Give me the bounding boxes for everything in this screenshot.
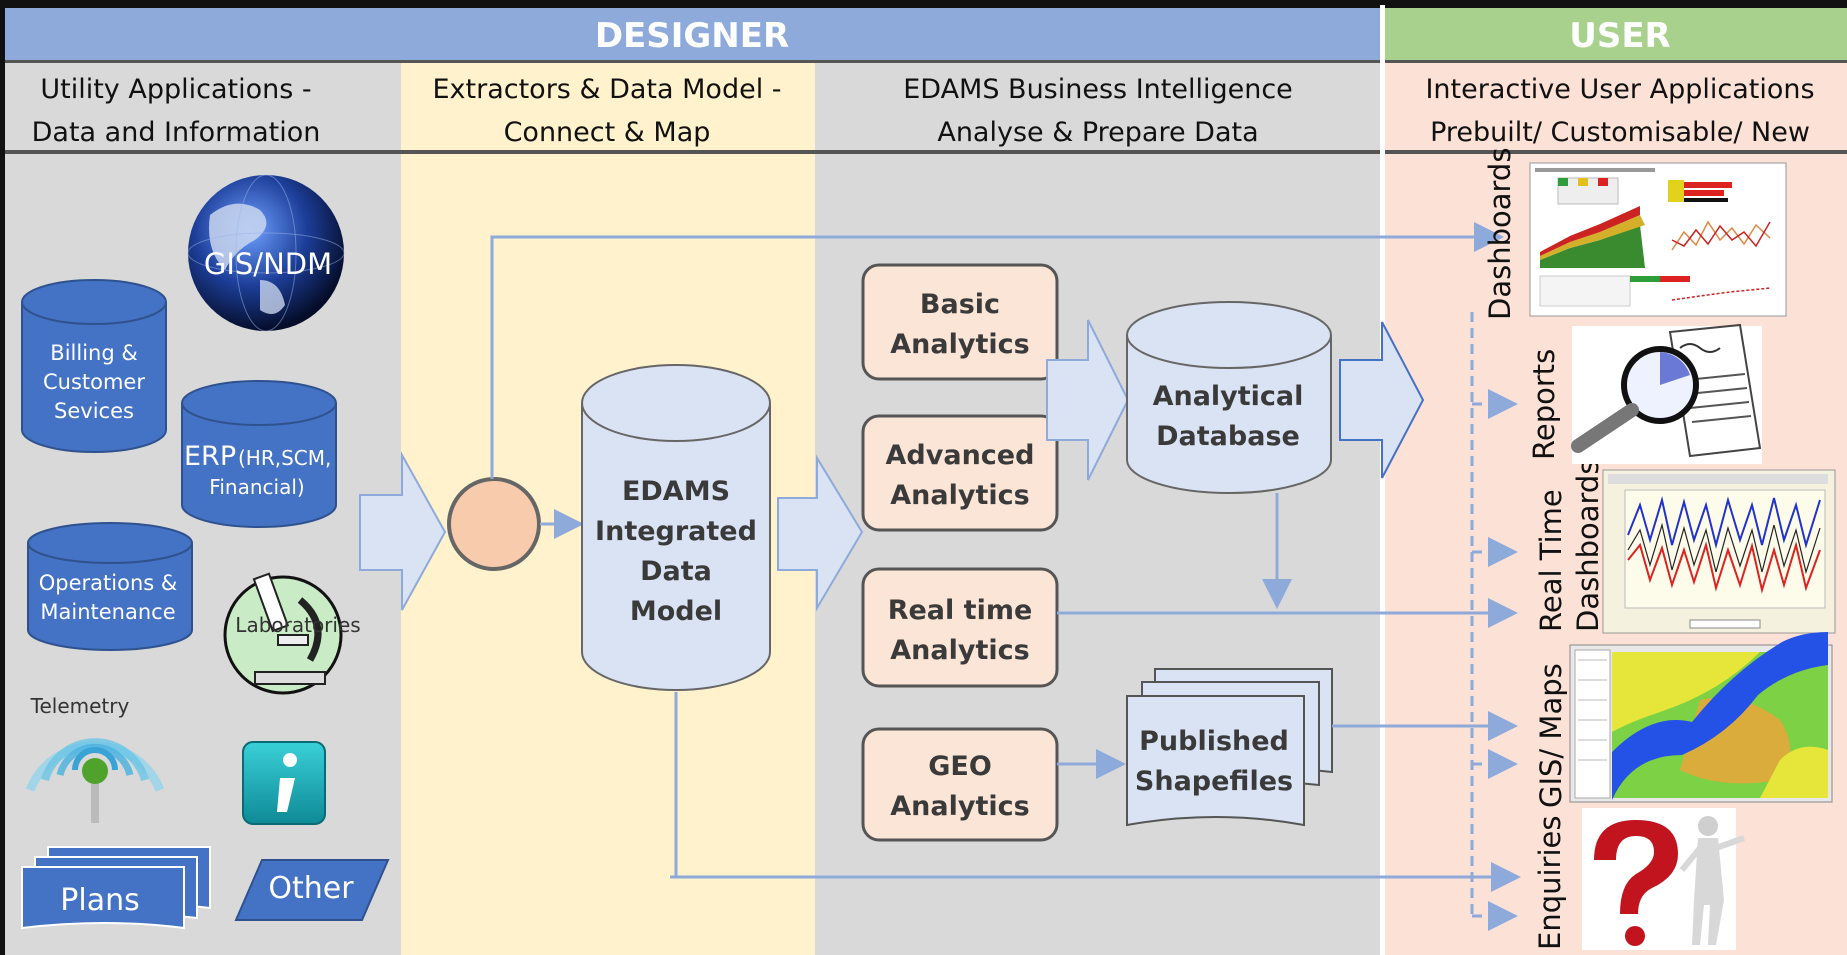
erp-database-icon: [181, 380, 337, 528]
operations-label-line2: Maintenance: [40, 600, 175, 624]
plans-label: Plans: [60, 883, 139, 918]
advanced-analytics-line1: Advanced: [886, 440, 1035, 471]
col4-title-line1: Interactive User Applications: [1425, 74, 1814, 105]
realtime-dashboards-chart-thumbnail: [1602, 469, 1836, 634]
laboratories-label: Laboratories: [235, 613, 360, 637]
erp-sub-line1: (HR,SCM,: [238, 446, 331, 470]
enquiries-question-icon: [1582, 808, 1746, 950]
billing-label-line3: Sevices: [54, 399, 134, 423]
database-to-user-arrow: [1339, 321, 1425, 479]
col2-title-line1: Extractors & Data Model -: [432, 74, 781, 105]
analytical-db-line1: Analytical: [1153, 381, 1304, 412]
plans-document-icon: [21, 846, 211, 930]
model-label-line3: Data: [640, 556, 712, 587]
output-gis-label: GIS/ Maps: [1534, 663, 1568, 808]
output-realtime-label-line2: Dashboards: [1571, 460, 1605, 632]
billing-database-icon: [21, 279, 167, 453]
output-realtime-label-line1: Real Time: [1534, 489, 1568, 632]
integrated-data-model-cylinder: [581, 364, 771, 691]
user-title: USER: [1569, 16, 1671, 56]
info-icon: [242, 741, 326, 825]
col2-title-line2: Connect & Map: [504, 117, 711, 148]
model-label-line2: Integrated: [595, 516, 757, 547]
basic-analytics-line2: Analytics: [890, 329, 1029, 360]
col1-title-line1: Utility Applications -: [40, 74, 311, 105]
analytical-database-cylinder: [1126, 301, 1332, 494]
user-header: [1385, 8, 1847, 60]
output-enquiries-label: Enquiries: [1533, 816, 1567, 950]
billing-label-line1: Billing &: [50, 341, 137, 365]
col4-title-line2: Prebuilt/ Customisable/ New: [1430, 117, 1810, 148]
realtime-analytics-line1: Real time: [888, 595, 1033, 626]
sources-to-connector-arrow: [359, 451, 447, 611]
published-shapefiles-stack: [1126, 668, 1333, 827]
geo-analytics-box: [861, 727, 1059, 842]
model-label-line4: Model: [630, 596, 722, 627]
output-dashboards-label: Dashboards: [1483, 148, 1517, 320]
shapefiles-line1: Published: [1139, 726, 1289, 757]
globe-icon: [187, 174, 345, 332]
reports-magnifier-icon: [1571, 323, 1762, 464]
col1-title-line2: Data and Information: [32, 117, 321, 148]
col3-title-line2: Analyse & Prepare Data: [937, 117, 1258, 148]
realtime-analytics-line2: Analytics: [890, 635, 1029, 666]
geo-analytics-line2: Analytics: [890, 791, 1029, 822]
basic-analytics-line1: Basic: [920, 289, 1000, 320]
advanced-analytics-box: [861, 414, 1059, 532]
connector-node: [447, 477, 541, 571]
basic-analytics-box: [861, 263, 1059, 381]
other-label: Other: [268, 871, 354, 906]
analytics-to-database-arrow: [1046, 319, 1130, 481]
analytical-db-line2: Database: [1156, 421, 1300, 452]
advanced-analytics-line2: Analytics: [890, 480, 1029, 511]
erp-sub-line2: Financial): [209, 475, 304, 499]
erp-label: ERP: [184, 441, 236, 472]
model-to-analytics-arrow: [777, 454, 864, 612]
gis-map-thumbnail: [1569, 632, 1833, 803]
designer-header: [5, 8, 1380, 60]
shapefiles-line2: Shapefiles: [1135, 766, 1293, 797]
billing-label-line2: Customer: [43, 370, 145, 394]
direct-to-dashboards-line: [490, 222, 1504, 479]
telemetry-label: Telemetry: [30, 694, 130, 718]
telemetry-antenna-icon: [25, 738, 165, 823]
microscope-icon: [223, 572, 343, 695]
other-shape: [234, 859, 390, 921]
dashboards-thumbnail: [1529, 162, 1787, 317]
col3-title-line1: EDAMS Business Intelligence: [903, 74, 1293, 105]
designer-title: DESIGNER: [595, 16, 789, 56]
model-label-line1: EDAMS: [622, 476, 730, 507]
operations-label-line1: Operations &: [39, 571, 178, 595]
gis-ndm-label: GIS/NDM: [204, 247, 332, 281]
operations-database-icon: [27, 522, 193, 651]
output-reports-label: Reports: [1527, 349, 1561, 460]
realtime-analytics-box: [861, 567, 1059, 688]
geo-analytics-line1: GEO: [928, 751, 992, 782]
